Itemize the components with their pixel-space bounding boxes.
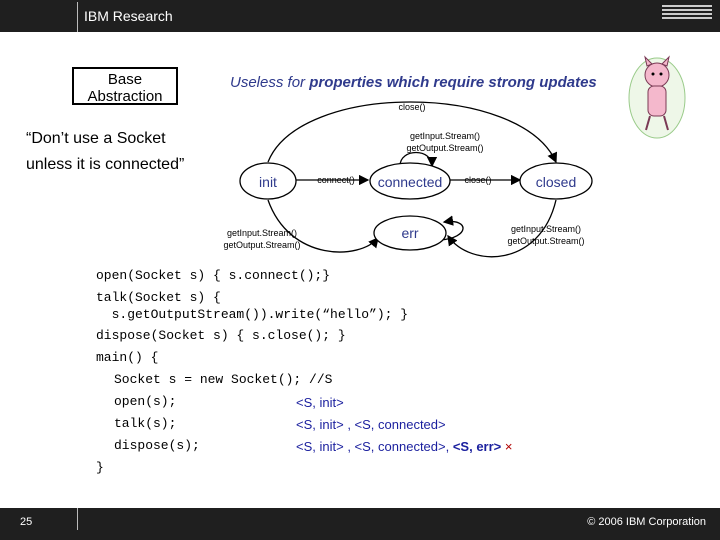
header-bar: IBM Research [0, 0, 720, 32]
badge-line-2: Abstraction [87, 88, 163, 105]
trace-3-state-a: <S, init> [296, 439, 344, 454]
state-closed: closed [519, 162, 593, 200]
slide-headline: Useless for properties which require str… [230, 74, 597, 91]
code-line-9: dispose(s); [114, 438, 200, 453]
code-line-4: dispose(Socket s) { s.close(); } [96, 328, 346, 343]
edge-label-self-connected-1: getInput.Stream() [410, 131, 480, 141]
trace-3: <S, init> , <S, connected>, <S, err> × [296, 439, 513, 454]
edge-self-err [439, 215, 464, 241]
code-line-7: open(s); [114, 394, 177, 409]
edge-close-top [267, 101, 557, 164]
copyright: © 2006 IBM Corporation [587, 516, 706, 528]
code-line-8: talk(s); [114, 416, 177, 431]
state-label-connected: connected [378, 174, 443, 190]
trace-3-state-err: <S, err> [452, 439, 502, 454]
trace-1: <S, init> [296, 395, 344, 410]
headline-useless: Useless [230, 74, 284, 91]
trace-2: <S, init> , <S, connected> [296, 417, 446, 432]
code-line-1: open(Socket s) { s.connect();} [96, 268, 331, 283]
edge-closed-err [447, 199, 557, 258]
section-badge: Base Abstraction [72, 67, 178, 105]
edge-label-connect: connect() [317, 175, 355, 185]
state-init: init [239, 162, 297, 200]
trace-2-state-b: , <S, connected> [343, 417, 446, 432]
headline-rest: properties which require strong updates [309, 74, 597, 91]
cat-mascot-icon [628, 55, 686, 139]
state-label-closed: closed [536, 174, 576, 190]
quote-line-2: unless it is connected” [26, 156, 185, 173]
page-number: 25 [20, 516, 33, 528]
edge-label-closed-loop-2: getOutput.Stream() [507, 236, 584, 246]
code-line-2: talk(Socket s) { [96, 290, 221, 305]
header-divider [77, 2, 78, 32]
state-connected: connected [369, 162, 451, 200]
state-err: err [373, 215, 447, 251]
footer-divider [77, 508, 78, 530]
trace-2-state-a: <S, init> [296, 417, 344, 432]
quote-line-1: “Don’t use a Socket [26, 130, 166, 147]
edge-self-connected [399, 152, 438, 168]
state-label-err: err [401, 225, 418, 241]
code-line-5: main() { [96, 350, 159, 365]
state-label-init: init [259, 174, 277, 190]
error-x-icon: × [504, 439, 513, 454]
edge-label-self-connected-2: getOutput.Stream() [406, 143, 483, 153]
badge-line-1: Base [107, 71, 143, 88]
edge-label-closed-loop-1: getInput.Stream() [511, 224, 581, 234]
edge-label-init-loop-1: getInput.Stream() [227, 228, 297, 238]
headline-for: for [283, 74, 310, 91]
code-line-3: s.getOutputStream()).write(“hello”); } [96, 307, 409, 322]
brand-title: IBM Research [84, 8, 173, 24]
footer-bar: 25 © 2006 IBM Corporation [0, 508, 720, 540]
edge-label-init-loop-2: getOutput.Stream() [223, 240, 300, 250]
ibm-logo-icon [662, 5, 712, 23]
code-line-6: Socket s = new Socket(); //S [114, 372, 333, 387]
edge-label-close-top: close() [398, 102, 425, 112]
edge-init-err [267, 199, 379, 253]
trace-3-state-b: , <S, connected>, [343, 439, 453, 454]
edge-label-close-mid: close() [464, 175, 491, 185]
trace-1-state: <S, init> [296, 395, 344, 410]
code-line-10: } [96, 460, 104, 475]
